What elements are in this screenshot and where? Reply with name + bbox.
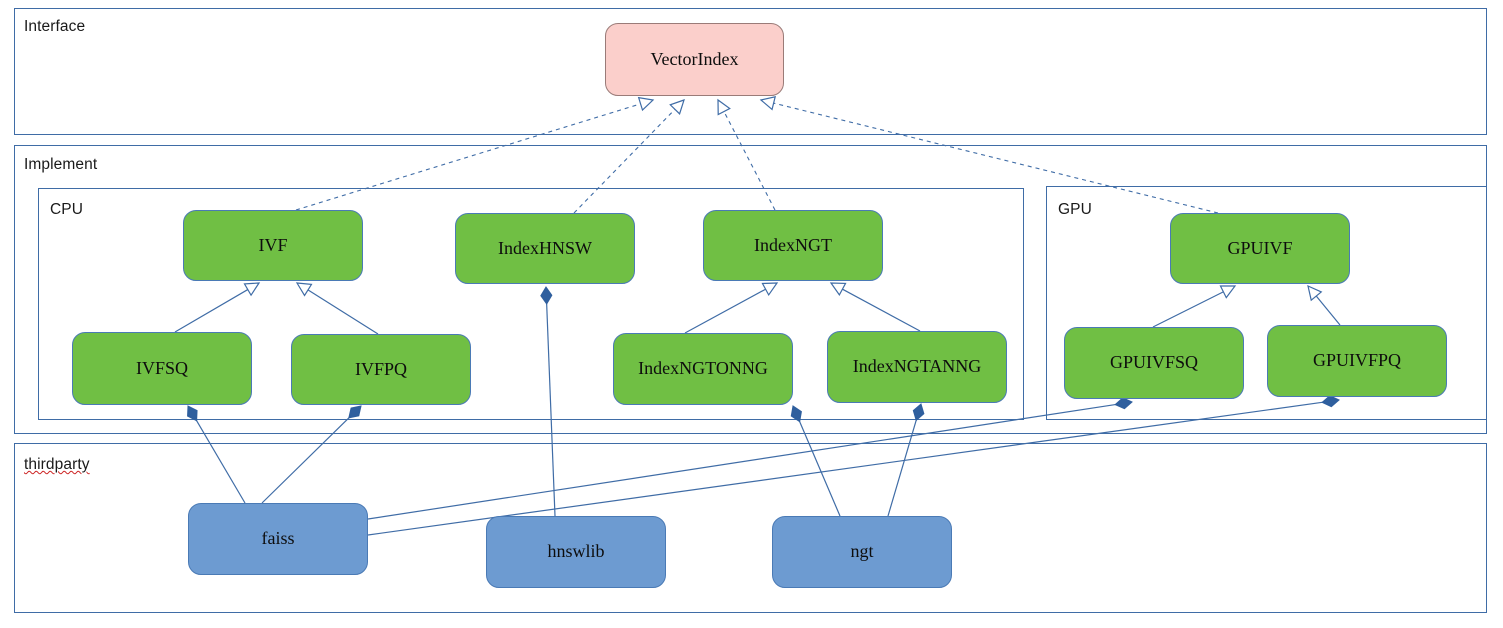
class-node-gpuivfsq[interactable]: GPUIVFSQ (1064, 327, 1244, 399)
class-node-gpuivfpq[interactable]: GPUIVFPQ (1267, 325, 1447, 397)
group-label-implement: Implement (24, 156, 98, 173)
group-label-gpu: GPU (1058, 201, 1092, 218)
class-node-indexngtanng[interactable]: IndexNGTANNG (827, 331, 1007, 403)
class-node-ivf[interactable]: IVF (183, 210, 363, 281)
class-node-ivfsq[interactable]: IVFSQ (72, 332, 252, 405)
class-node-indexhnsw[interactable]: IndexHNSW (455, 213, 635, 284)
class-node-ngt[interactable]: ngt (772, 516, 952, 588)
class-node-indexngtonng[interactable]: IndexNGTONNG (613, 333, 793, 405)
class-node-gpuivf[interactable]: GPUIVF (1170, 213, 1350, 284)
class-node-faiss[interactable]: faiss (188, 503, 368, 575)
group-label-interface: Interface (24, 18, 86, 35)
group-label-thirdparty: thirdparty (24, 456, 90, 473)
class-node-hnswlib[interactable]: hnswlib (486, 516, 666, 588)
class-node-ivfpq[interactable]: IVFPQ (291, 334, 471, 405)
class-node-indexngt[interactable]: IndexNGT (703, 210, 883, 281)
group-label-cpu: CPU (50, 201, 84, 218)
class-node-vectorindex[interactable]: VectorIndex (605, 23, 784, 96)
